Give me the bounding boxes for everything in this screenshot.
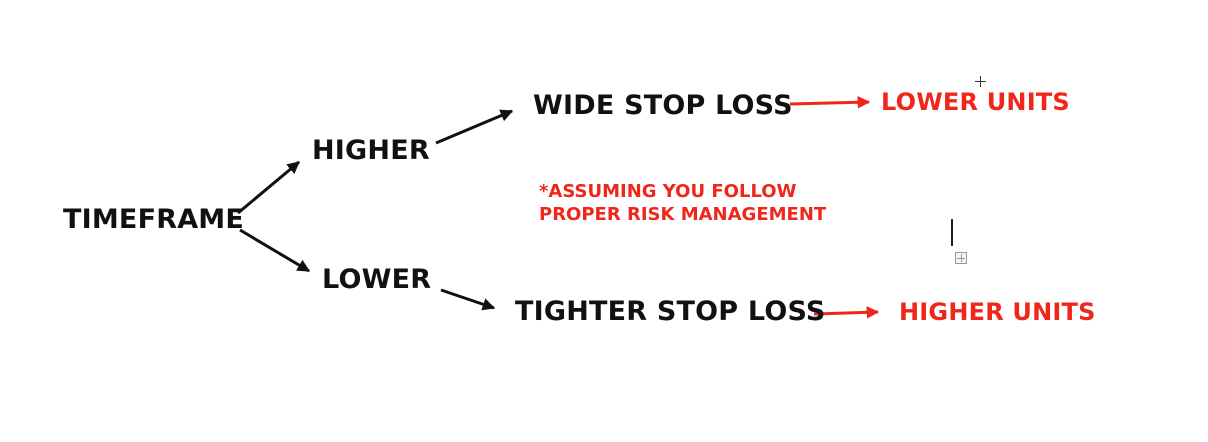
crosshair-cursor-icon (975, 76, 986, 87)
node-lower: LOWER (322, 264, 432, 295)
node-wide-stop-loss: WIDE STOP LOSS (533, 90, 793, 121)
node-tighter-stop-loss: TIGHTER STOP LOSS (515, 296, 826, 327)
arrow-lower-to-tighter-stop (440, 288, 496, 311)
arrow-higher-to-wide-stop (435, 109, 514, 145)
text-caret-icon (951, 219, 953, 246)
arrow-tighter-stop-to-higher-units (813, 306, 880, 319)
risk-note-line-2: PROPER RISK MANAGEMENT (539, 204, 827, 225)
node-timeframe: TIMEFRAME (63, 204, 245, 235)
node-higher-units: HIGHER UNITS (899, 298, 1096, 326)
arrow-timeframe-to-lower (239, 228, 311, 273)
move-handle-icon[interactable] (955, 252, 967, 264)
arrow-wide-stop-to-lower-units (789, 95, 871, 109)
risk-note: *ASSUMING YOU FOLLOW PROPER RISK MANAGEM… (539, 180, 826, 226)
arrow-timeframe-to-higher (237, 160, 300, 215)
risk-note-line-1: *ASSUMING YOU FOLLOW (539, 181, 797, 202)
node-higher: HIGHER (312, 135, 430, 166)
node-lower-units: LOWER UNITS (881, 88, 1070, 116)
